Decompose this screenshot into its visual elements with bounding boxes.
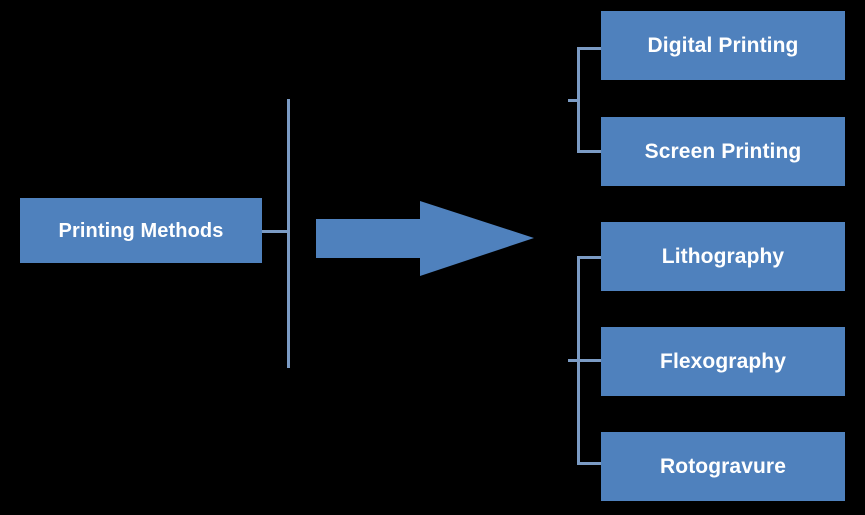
node-label: Digital Printing (647, 33, 799, 57)
node-label: Lithography (661, 244, 785, 268)
connector-top-group-spine (577, 47, 580, 153)
connector-bottom-group-inlet (568, 359, 579, 362)
node-rotogravure[interactable]: Rotogravure (601, 432, 845, 501)
connector-to-lithography (577, 256, 603, 259)
node-label: Screen Printing (644, 139, 802, 163)
node-screen-printing[interactable]: Screen Printing (601, 117, 845, 186)
node-printing-methods[interactable]: Printing Methods (20, 198, 262, 263)
connector-to-digital-printing (577, 47, 603, 50)
node-label: Flexography (660, 349, 786, 373)
node-label: Rotogravure (660, 454, 786, 478)
connector-to-screen-printing (577, 150, 603, 153)
node-flexography[interactable]: Flexography (601, 327, 845, 396)
connector-to-rotogravure (577, 462, 603, 465)
node-lithography[interactable]: Lithography (601, 222, 845, 291)
connector-trunk-spine (287, 99, 290, 368)
node-digital-printing[interactable]: Digital Printing (601, 11, 845, 80)
connector-top-group-inlet (568, 99, 579, 102)
connector-to-flexography (577, 359, 603, 362)
connector-root-stub (262, 230, 289, 233)
right-arrow-icon (316, 201, 534, 276)
node-label: Printing Methods (58, 219, 224, 242)
